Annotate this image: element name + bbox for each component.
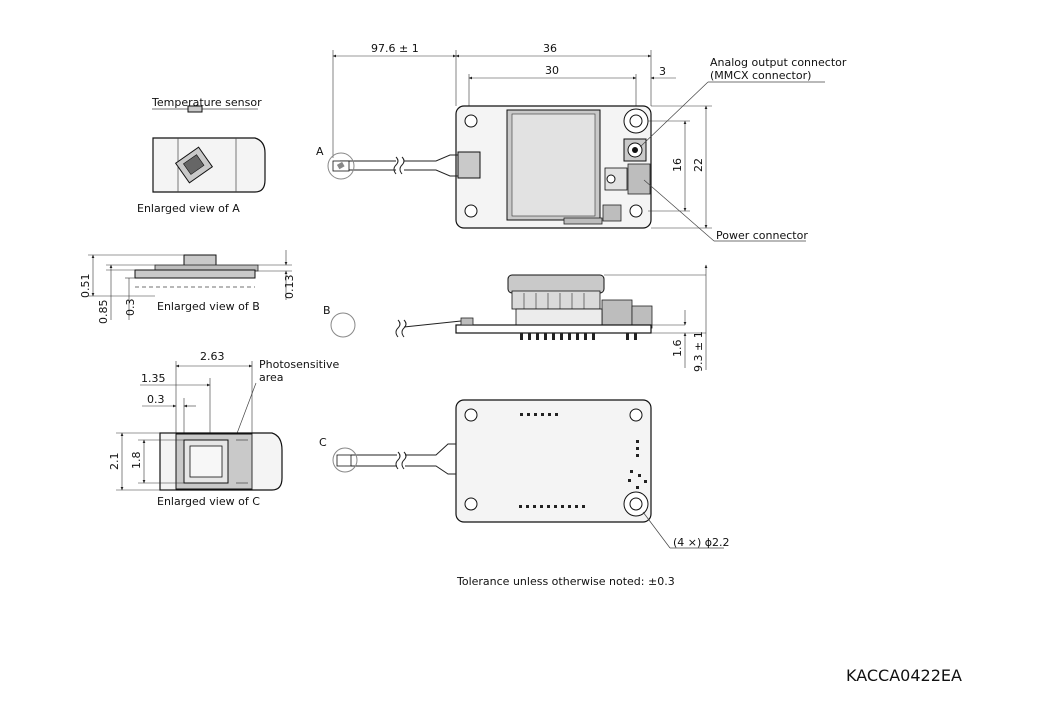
dim-height-16: 16	[671, 158, 684, 172]
analog-output-label-1: Analog output connector	[710, 56, 847, 69]
dim-cable-length: 97.6 ± 1	[371, 42, 419, 55]
mark-c: C	[319, 436, 327, 449]
dim-width-3: 3	[659, 65, 666, 78]
mark-b: B	[323, 304, 331, 317]
analog-output-label-2: (MMCX connector)	[710, 69, 811, 82]
enlarged-view-b: 0.51 0.85 0.3 0.13 Enlarged view of B	[79, 250, 296, 324]
power-connector-label: Power connector	[716, 229, 808, 242]
dim-b-085: 0.85	[97, 300, 110, 325]
dim-c-135: 1.35	[141, 372, 166, 385]
dim-b-03: 0.3	[124, 299, 137, 317]
dim-width-30: 30	[545, 64, 559, 77]
enlarged-view-a-caption: Enlarged view of A	[137, 202, 240, 215]
enlarged-view-b-caption: Enlarged view of B	[157, 300, 260, 313]
dim-b-051: 0.51	[79, 274, 92, 299]
hole-note: (4 ×) ϕ2.2	[673, 536, 730, 549]
photosensitive-label-2: area	[259, 371, 284, 384]
dim-c-03: 0.3	[147, 393, 165, 406]
enlarged-view-a: Temperature sensor Enlarged view of A	[137, 96, 266, 215]
drawing-code: KACCA0422EA	[846, 666, 962, 685]
side-view: B 1.6 9.3 ± 1	[323, 264, 708, 372]
dim-side-16: 1.6	[671, 340, 684, 358]
temperature-sensor-label: Temperature sensor	[151, 96, 262, 109]
top-view: 97.6 ± 1 36 30 3 A	[316, 42, 847, 242]
dim-c-21: 2.1	[108, 453, 121, 471]
enlarged-view-c: Photosensitive area 2.63 1.35 0.3 2.1 1.…	[108, 350, 340, 508]
dim-width-36: 36	[543, 42, 557, 55]
dim-c-18: 1.8	[130, 452, 143, 470]
dim-b-013: 0.13	[283, 275, 296, 300]
enlarged-view-c-caption: Enlarged view of C	[157, 495, 260, 508]
photosensitive-label-1: Photosensitive	[259, 358, 340, 371]
mark-a: A	[316, 145, 324, 158]
bottom-view: C (4 ×) ϕ2.2	[319, 399, 730, 549]
dim-c-263: 2.63	[200, 350, 225, 363]
tolerance-note: Tolerance unless otherwise noted: ±0.3	[456, 575, 675, 588]
dim-side-93: 9.3 ± 1	[692, 331, 705, 372]
dim-height-22: 22	[692, 158, 705, 172]
